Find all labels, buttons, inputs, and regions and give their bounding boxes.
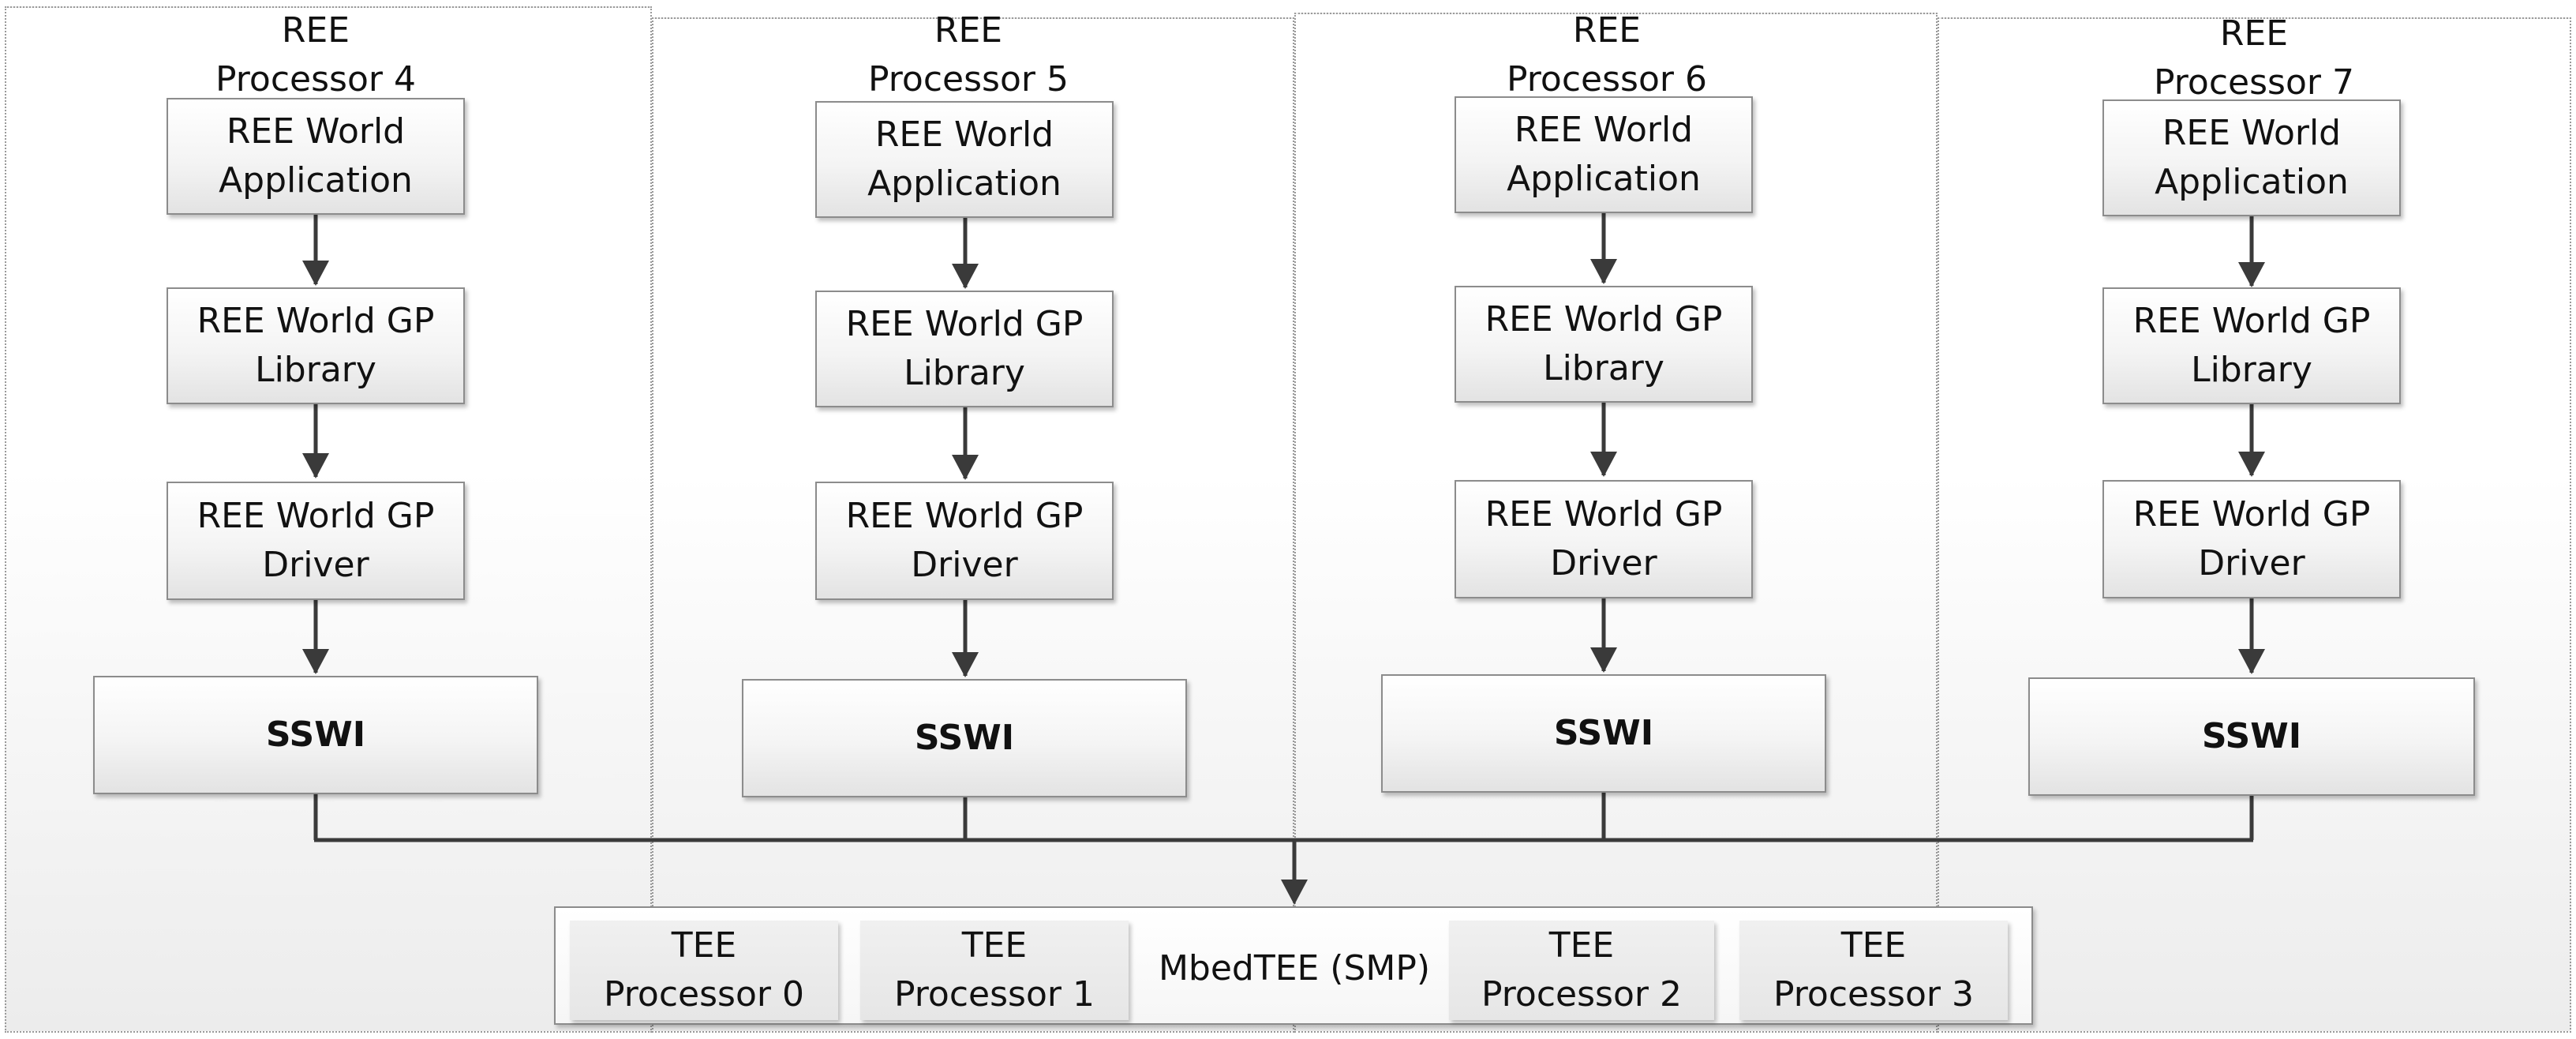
box-line1: REE World <box>1514 110 1694 150</box>
ree-world-gp-driver-box-4[interactable]: REE World GP Driver <box>167 482 465 600</box>
box-line1: REE World GP <box>2132 301 2371 341</box>
arrowhead-drv-to-sswi-5 <box>952 652 979 677</box>
arrowhead-drv-to-sswi-4 <box>302 649 329 674</box>
box-line1: REE World GP <box>845 496 1084 536</box>
tee-line2: Processor 2 <box>1481 974 1682 1015</box>
box-line2: Driver <box>911 545 1018 585</box>
arrowhead-drv-to-sswi-6 <box>1590 647 1617 673</box>
tee-processor-1-box[interactable]: TEE Processor 1 <box>860 921 1129 1020</box>
tee-processor-3-box[interactable]: TEE Processor 3 <box>1739 921 2008 1020</box>
header-line2: Processor 6 <box>1507 59 1707 99</box>
box-line1: REE World GP <box>2132 494 2371 535</box>
sswi-label: SSWI <box>265 715 366 755</box>
box-line1: REE World GP <box>1485 494 1723 535</box>
box-line1: REE World <box>226 111 406 152</box>
arrowhead-app-to-lib-7 <box>2238 262 2265 287</box>
mbedtee-title-text: MbedTEE (SMP) <box>1158 948 1431 988</box>
ree-world-gp-driver-box-7[interactable]: REE World GP Driver <box>2102 480 2401 598</box>
tee-processor-2-box[interactable]: TEE Processor 2 <box>1449 921 1714 1020</box>
arrowhead-app-to-lib-4 <box>302 261 329 286</box>
sswi-label: SSWI <box>2201 716 2302 756</box>
tee-line2: Processor 0 <box>604 974 804 1015</box>
ree-world-application-box-7[interactable]: REE World Application <box>2102 99 2401 216</box>
box-line2: Driver <box>262 545 369 585</box>
tee-processor-0-box[interactable]: TEE Processor 0 <box>570 921 838 1020</box>
sswi-box-4[interactable]: SSWI <box>93 676 538 794</box>
arrowhead-app-to-lib-6 <box>1590 259 1617 284</box>
ree-world-gp-driver-box-6[interactable]: REE World GP Driver <box>1455 480 1753 598</box>
ree-world-gp-library-box-5[interactable]: REE World GP Library <box>815 291 1114 407</box>
sswi-box-6[interactable]: SSWI <box>1381 674 1826 793</box>
ree-world-gp-library-box-7[interactable]: REE World GP Library <box>2102 287 2401 404</box>
tee-line2: Processor 3 <box>1773 974 1974 1015</box>
header-ree-processor-4: REE Processor 4 <box>197 6 434 104</box>
header-line2: Processor 5 <box>868 59 1069 99</box>
header-line2: Processor 7 <box>2154 62 2354 103</box>
box-line2: Application <box>219 160 413 201</box>
arrowhead-lib-to-drv-7 <box>2238 452 2265 477</box>
box-line1: REE World GP <box>1485 299 1723 339</box>
ree-world-gp-library-box-6[interactable]: REE World GP Library <box>1455 286 1753 403</box>
box-line2: Application <box>2155 162 2349 202</box>
ree-world-gp-library-box-4[interactable]: REE World GP Library <box>167 287 465 404</box>
arrowhead-lib-to-drv-4 <box>302 453 329 478</box>
box-line2: Application <box>1507 159 1701 199</box>
box-line2: Library <box>1543 348 1664 388</box>
ree-world-gp-driver-box-5[interactable]: REE World GP Driver <box>815 482 1114 600</box>
arrowhead-bus-to-mbedtee <box>1281 880 1308 905</box>
ree-world-application-box-4[interactable]: REE World Application <box>167 98 465 215</box>
sswi-label: SSWI <box>1553 713 1654 753</box>
header-line1: REE <box>1572 10 1642 51</box>
tee-line1: TEE <box>1840 925 1907 966</box>
box-line1: REE World <box>2162 113 2342 153</box>
header-line1: REE <box>2219 13 2289 54</box>
arrowhead-lib-to-drv-5 <box>952 455 979 480</box>
box-line2: Driver <box>1550 543 1657 583</box>
header-line1: REE <box>281 10 350 51</box>
box-line2: Driver <box>2198 543 2305 583</box>
tee-line1: TEE <box>1548 925 1615 966</box>
header-line1: REE <box>934 10 1003 51</box>
sswi-box-5[interactable]: SSWI <box>742 679 1187 797</box>
arrowhead-lib-to-drv-6 <box>1590 452 1617 477</box>
sswi-box-7[interactable]: SSWI <box>2028 677 2475 796</box>
tee-line1: TEE <box>671 925 737 966</box>
ree-world-application-box-5[interactable]: REE World Application <box>815 101 1114 218</box>
box-line2: Application <box>867 163 1061 204</box>
header-line2: Processor 4 <box>215 59 416 99</box>
box-line1: REE World GP <box>197 301 435 341</box>
sswi-label: SSWI <box>914 718 1015 758</box>
tee-line1: TEE <box>961 925 1028 966</box>
arrowhead-drv-to-sswi-7 <box>2238 649 2265 674</box>
header-ree-processor-7: REE Processor 7 <box>2136 9 2372 107</box>
ree-world-application-box-6[interactable]: REE World Application <box>1455 96 1753 213</box>
box-line1: REE World GP <box>197 496 435 536</box>
box-line1: REE World GP <box>845 304 1084 344</box>
tee-line2: Processor 1 <box>894 974 1095 1015</box>
header-ree-processor-6: REE Processor 6 <box>1488 6 1725 104</box>
box-line2: Library <box>2191 350 2312 390</box>
header-ree-processor-5: REE Processor 5 <box>850 6 1087 104</box>
box-line2: Library <box>904 353 1025 393</box>
mbedtee-title: MbedTEE (SMP) <box>1129 944 1460 993</box>
box-line1: REE World <box>874 114 1054 155</box>
arrowhead-app-to-lib-5 <box>952 264 979 289</box>
box-line2: Library <box>255 350 376 390</box>
